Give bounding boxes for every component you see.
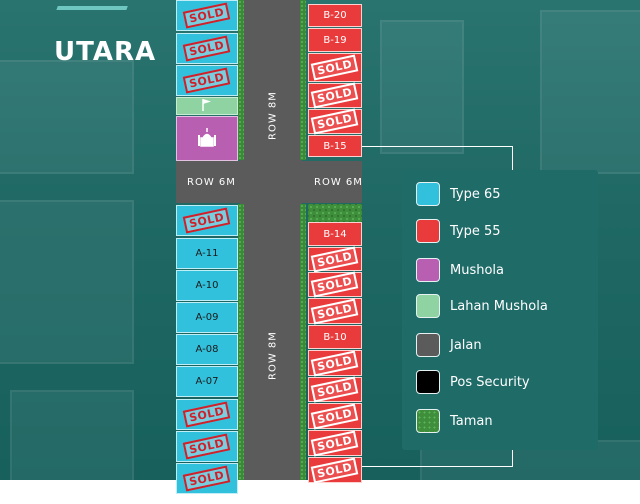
legend-swatch bbox=[416, 370, 440, 394]
lot-left-0: SOLD bbox=[176, 0, 238, 31]
lot-label: A-10 bbox=[195, 280, 219, 291]
legend-item: Lahan Mushola bbox=[416, 294, 548, 318]
sold-stamp: SOLD bbox=[311, 297, 359, 325]
lot-label: B-10 bbox=[323, 331, 347, 343]
lot-left-3 bbox=[176, 97, 238, 115]
lot-label: A-07 bbox=[195, 376, 219, 387]
sold-stamp: SOLD bbox=[183, 2, 231, 29]
lot-label: B-19 bbox=[323, 34, 347, 46]
sold-stamp: SOLD bbox=[183, 207, 231, 234]
lot-label: A-09 bbox=[195, 312, 219, 323]
legend-item: Type 65 bbox=[416, 182, 501, 206]
sold-stamp: SOLD bbox=[183, 35, 231, 62]
legend-swatch bbox=[416, 182, 440, 206]
lot-left-5: SOLD bbox=[176, 205, 238, 236]
sold-stamp: SOLD bbox=[183, 67, 231, 94]
lot-label: A-08 bbox=[195, 344, 219, 355]
sold-stamp: SOLD bbox=[311, 376, 359, 403]
sold-stamp: SOLD bbox=[311, 108, 359, 135]
legend-swatch bbox=[416, 294, 440, 318]
legend-connector-top bbox=[362, 146, 513, 171]
lot-left-12: SOLD bbox=[176, 431, 238, 462]
hedge-right-lower bbox=[300, 204, 306, 480]
road-label-row6m-left: ROW 6M bbox=[187, 177, 236, 188]
lot-right-16: SOLD bbox=[308, 456, 362, 484]
lot-left-4 bbox=[176, 116, 238, 161]
sold-stamp: SOLD bbox=[311, 456, 359, 484]
legend-label: Jalan bbox=[450, 337, 482, 353]
legend-label: Lahan Mushola bbox=[450, 298, 548, 314]
legend-item: Type 55 bbox=[416, 219, 501, 243]
legend-item: Taman bbox=[416, 409, 493, 433]
legend-label: Mushola bbox=[450, 262, 504, 278]
sold-stamp: SOLD bbox=[311, 54, 359, 81]
lot-right-3: SOLD bbox=[308, 82, 362, 109]
sold-stamp: SOLD bbox=[311, 429, 359, 457]
legend-swatch bbox=[416, 333, 440, 357]
hedge-right bbox=[300, 0, 306, 160]
legend-label: Type 65 bbox=[450, 186, 501, 202]
sold-stamp: SOLD bbox=[311, 402, 359, 430]
legend-item: Mushola bbox=[416, 258, 504, 282]
road-horizontal bbox=[176, 161, 362, 203]
sold-stamp: SOLD bbox=[311, 349, 359, 377]
lot-right-15: SOLD bbox=[308, 429, 362, 457]
lot-label: B-15 bbox=[323, 140, 347, 152]
mosque-icon bbox=[194, 124, 220, 153]
lot-left-7: A-10 bbox=[176, 270, 238, 301]
lot-left-1: SOLD bbox=[176, 33, 238, 64]
legend-swatch bbox=[416, 409, 440, 433]
lot-right-2: SOLD bbox=[308, 53, 362, 82]
road-label-row8m-bottom: ROW 8M bbox=[267, 331, 279, 380]
lot-right-10: SOLD bbox=[308, 297, 362, 325]
legend-swatch bbox=[416, 258, 440, 282]
sold-stamp: SOLD bbox=[311, 245, 359, 273]
compass-arrow bbox=[56, 0, 134, 10]
lot-left-6: A-11 bbox=[176, 238, 238, 269]
lot-right-8: SOLD bbox=[308, 245, 362, 273]
road-vertical bbox=[240, 0, 302, 480]
legend-swatch bbox=[416, 219, 440, 243]
legend-label: Type 55 bbox=[450, 223, 501, 239]
sold-stamp: SOLD bbox=[183, 433, 231, 460]
lot-right-13: SOLD bbox=[308, 376, 362, 403]
legend-item: Pos Security bbox=[416, 370, 530, 394]
legend-label: Pos Security bbox=[450, 374, 530, 390]
lot-right-14: SOLD bbox=[308, 402, 362, 430]
sold-stamp: SOLD bbox=[183, 465, 231, 492]
lot-right-11: B-10 bbox=[308, 325, 362, 349]
lot-left-9: A-08 bbox=[176, 334, 238, 365]
lot-right-4: SOLD bbox=[308, 108, 362, 135]
lot-right-7: B-14 bbox=[308, 222, 362, 246]
sold-stamp: SOLD bbox=[183, 401, 231, 428]
lot-label: A-11 bbox=[195, 248, 219, 259]
legend-item: Jalan bbox=[416, 333, 482, 357]
lot-label: B-14 bbox=[323, 228, 347, 240]
lot-right-12: SOLD bbox=[308, 349, 362, 377]
compass-label: UTARA bbox=[54, 37, 157, 67]
hedge-left bbox=[238, 0, 244, 160]
lot-left-13: SOLD bbox=[176, 463, 238, 494]
legend-connector-bottom bbox=[362, 450, 513, 467]
lot-right-1: B-19 bbox=[308, 28, 362, 52]
lot-right-0: B-20 bbox=[308, 4, 362, 27]
lot-left-8: A-09 bbox=[176, 302, 238, 333]
road-label-row8m-top: ROW 8M bbox=[267, 91, 279, 140]
lot-right-9: SOLD bbox=[308, 271, 362, 298]
lot-label: B-20 bbox=[323, 10, 347, 21]
lot-right-5: B-15 bbox=[308, 135, 362, 157]
lot-right-6 bbox=[308, 204, 362, 222]
lot-left-11: SOLD bbox=[176, 399, 238, 430]
lot-left-2: SOLD bbox=[176, 65, 238, 96]
sold-stamp: SOLD bbox=[311, 271, 359, 298]
lot-left-10: A-07 bbox=[176, 366, 238, 397]
road-label-row6m-right: ROW 6M bbox=[314, 177, 363, 188]
sold-stamp: SOLD bbox=[311, 82, 359, 109]
legend-label: Taman bbox=[450, 413, 493, 429]
hedge-left-lower bbox=[238, 204, 244, 480]
flag-icon bbox=[201, 98, 213, 115]
